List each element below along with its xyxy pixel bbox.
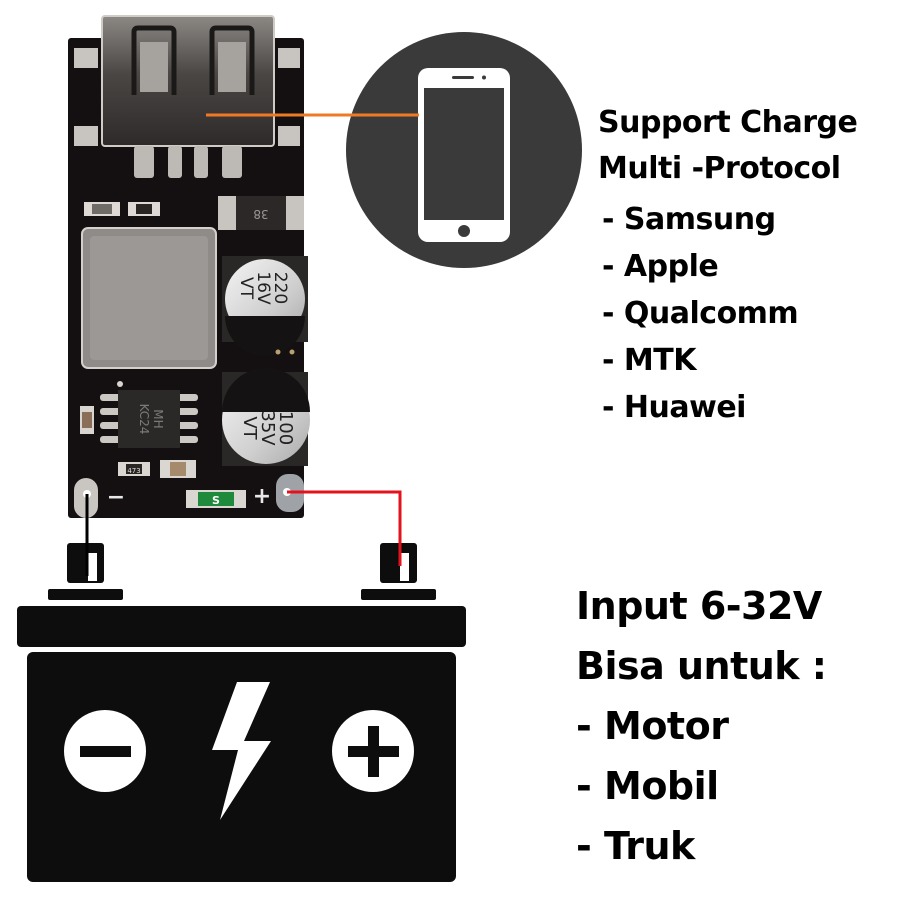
cap2-series: VT bbox=[239, 416, 260, 440]
input-voltage-heading: Input 6-32V bbox=[576, 584, 822, 628]
phone-icon bbox=[346, 32, 582, 268]
usage-item-motor: - Motor bbox=[576, 704, 729, 748]
protocol-item-apple: - Apple bbox=[602, 249, 719, 284]
protocol-item-qualcomm: - Qualcomm bbox=[602, 296, 799, 331]
diode-marking: 38 bbox=[253, 207, 268, 221]
chip-label-line2: KC24 bbox=[137, 404, 151, 435]
protocol-item-samsung: - Samsung bbox=[602, 202, 776, 237]
cap2-voltage: 35V bbox=[257, 410, 278, 446]
cap1-value: 220 bbox=[270, 272, 290, 304]
cap2-value: 100 bbox=[275, 411, 296, 445]
diode: 38 bbox=[218, 196, 304, 230]
smd-resistor-top bbox=[128, 202, 160, 216]
inductor bbox=[81, 227, 217, 369]
protocol-item-huawei: - Huawei bbox=[602, 390, 746, 425]
fuse-marking: S bbox=[212, 494, 220, 507]
capacitor-100uf: 100 35V VT bbox=[222, 368, 310, 466]
smd-led bbox=[84, 202, 120, 216]
resistor-marking: 473 bbox=[127, 467, 140, 475]
fuse: S bbox=[186, 490, 246, 508]
cap1-voltage: 16V bbox=[253, 271, 273, 305]
capacitor-220uf: 220 16V VT bbox=[222, 256, 308, 356]
positive-label: + bbox=[253, 484, 271, 509]
usage-item-truk: - Truk bbox=[576, 824, 695, 868]
usage-heading: Bisa untuk : bbox=[576, 644, 827, 688]
smd-resistor-bottom: 473 bbox=[118, 462, 150, 476]
lightning-bolt-icon bbox=[212, 682, 271, 820]
smd-capacitor-bottom bbox=[160, 460, 196, 478]
chip-label-line1: MH bbox=[151, 409, 165, 428]
usage-item-mobil: - Mobil bbox=[576, 764, 719, 808]
battery-icon bbox=[17, 543, 466, 882]
battery-positive-symbol bbox=[332, 710, 414, 792]
cap1-series: VT bbox=[236, 277, 256, 300]
ic-chip: MH KC24 bbox=[100, 381, 198, 448]
negative-label: − bbox=[107, 485, 125, 510]
protocol-heading-line1: Support Charge bbox=[598, 105, 858, 140]
protocol-item-mtk: - MTK bbox=[602, 343, 696, 378]
battery-negative-symbol bbox=[64, 710, 146, 792]
protocol-heading-line2: Multi -Protocol bbox=[598, 151, 841, 186]
